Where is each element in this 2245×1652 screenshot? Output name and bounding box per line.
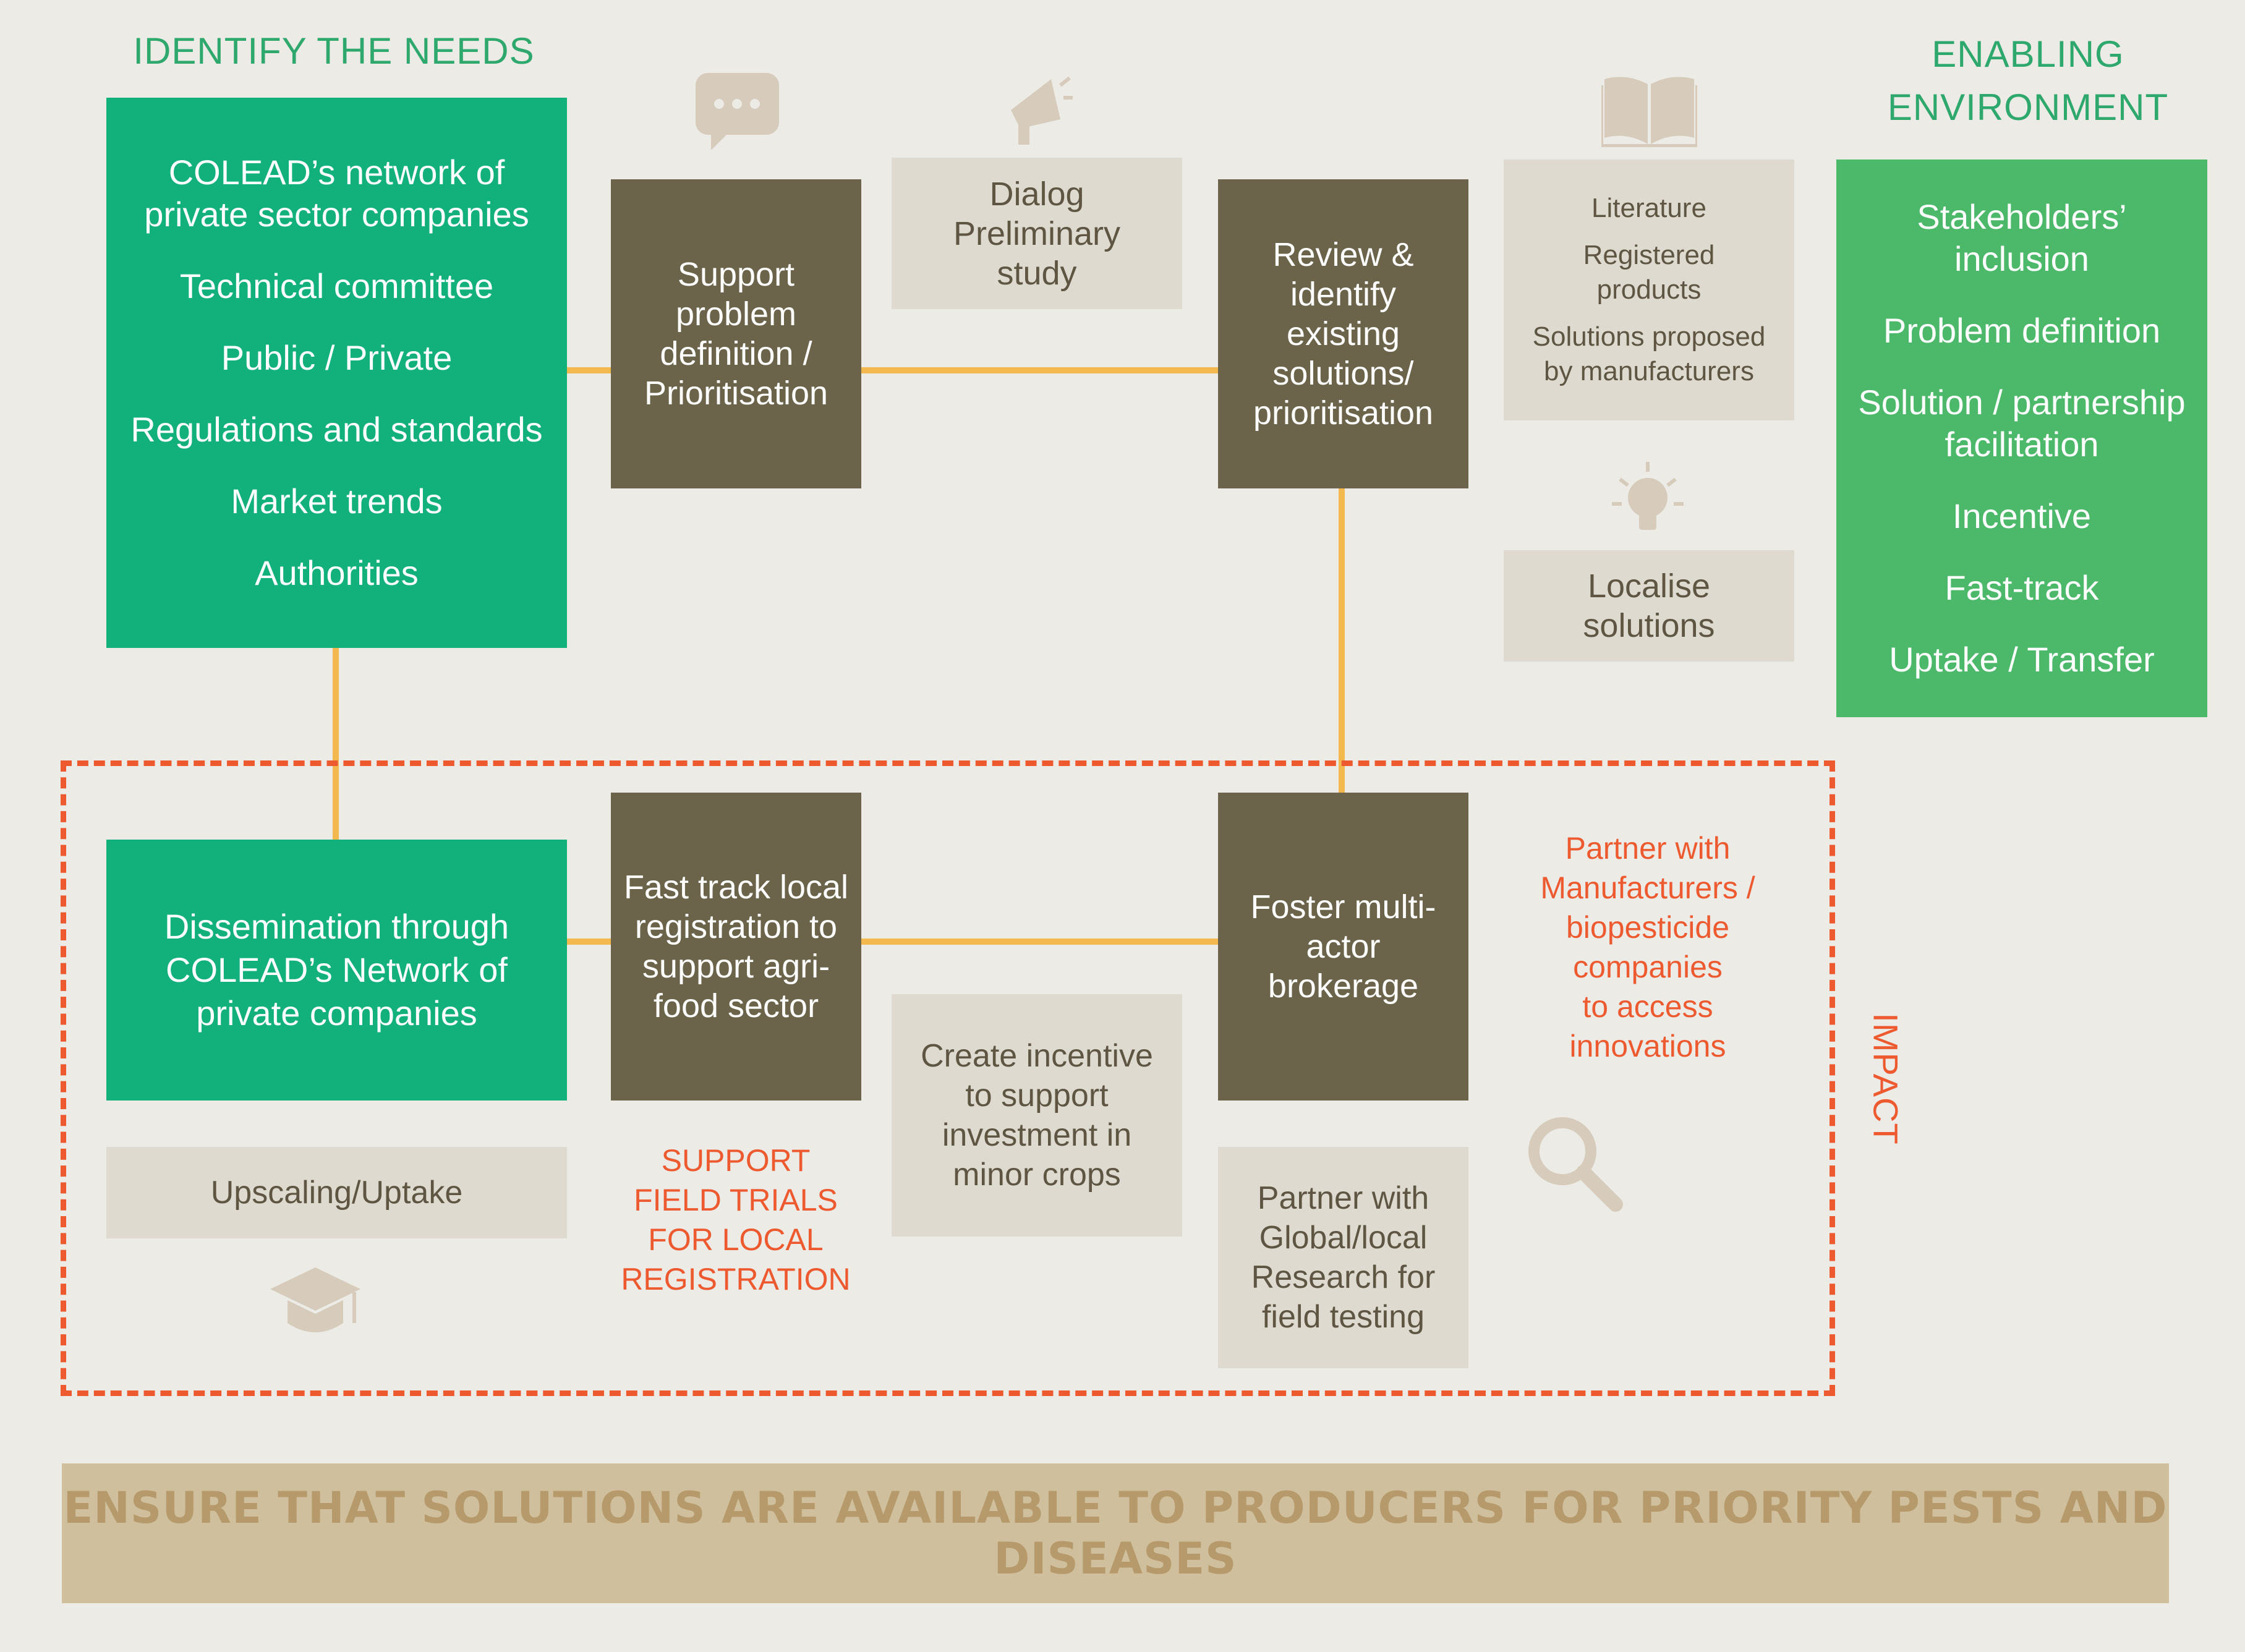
localise-box: Localise solutions — [1504, 550, 1794, 662]
impact-label-text: IMPACT — [1866, 1013, 1906, 1145]
chat-icon — [696, 73, 779, 150]
partner-manufacturers-label: Partner with Manufacturers / biopesticid… — [1502, 828, 1793, 1066]
partner-manufacturers-line: Manufacturers / — [1540, 871, 1755, 905]
dissemination-text: Dissemination through COLEAD’s Network o… — [164, 907, 509, 1032]
connector-line — [333, 646, 339, 841]
enabling-environment-heading: ENABLING ENVIRONMENT — [1842, 28, 2213, 134]
megaphone-icon — [1005, 73, 1073, 147]
partner-manufacturers-line: Partner with — [1565, 831, 1731, 866]
enabling-heading-line: ENVIRONMENT — [1887, 87, 2169, 128]
support-field-trials-label: SUPPORT FIELD TRIALS FOR LOCAL REGISTRAT… — [600, 1141, 872, 1299]
enabling-item: Incentive — [1952, 496, 2092, 535]
impact-label: IMPACT — [1861, 1002, 1911, 1156]
connector-line — [1339, 485, 1345, 794]
enabling-item: Fast-track — [1945, 568, 2099, 607]
support-field-line: FIELD TRIALS — [634, 1183, 838, 1217]
enabling-item: Problem definition — [1883, 311, 2161, 350]
foster-brokerage-text: Foster multi-actor brokerage — [1250, 888, 1436, 1005]
connector-line — [566, 367, 1218, 373]
review-box: Review & identify existing solutions/ pr… — [1218, 179, 1468, 488]
partner-manufacturers-line: companies — [1573, 950, 1723, 984]
connector-line — [566, 939, 1218, 945]
partner-manufacturers-line: innovations — [1569, 1029, 1726, 1063]
literature-item: Solutions proposed by manufacturers — [1532, 321, 1766, 386]
dialog-line: Dialog — [989, 175, 1084, 213]
partner-manufacturers-line: to access — [1582, 989, 1713, 1024]
identify-needs-heading: IDENTIFY THE NEEDS — [133, 30, 535, 72]
dissemination-box: Dissemination through COLEAD’s Network o… — [106, 840, 567, 1101]
create-incentive-box: Create incentive to support investment i… — [892, 994, 1182, 1237]
support-field-line: FOR LOCAL — [648, 1222, 824, 1257]
localise-text: Localise solutions — [1583, 568, 1715, 644]
lightbulb-icon — [1611, 461, 1685, 535]
partner-global-box: Partner with Global/local Research for f… — [1218, 1147, 1468, 1368]
dialog-box: Dialog Preliminary study — [892, 158, 1182, 309]
upscaling-text: Upscaling/Uptake — [210, 1175, 463, 1211]
foster-brokerage-box: Foster multi-actor brokerage — [1218, 793, 1468, 1101]
magnifier-icon — [1524, 1113, 1623, 1212]
dialog-line: study — [997, 254, 1077, 292]
book-icon — [1600, 73, 1699, 148]
needs-item: Technical committee — [179, 266, 494, 305]
support-problem-text: Support problem definition / Prioritisat… — [644, 256, 829, 412]
literature-item: Registered products — [1583, 240, 1715, 305]
needs-item: Market trends — [231, 482, 443, 521]
graduation-cap-icon — [269, 1264, 362, 1339]
create-incentive-text: Create incentive to support investment i… — [921, 1038, 1153, 1193]
enabling-environment-box: Stakeholders’ inclusion Problem definiti… — [1836, 160, 2207, 717]
needs-sources-box: COLEAD’s network of private sector compa… — [106, 98, 567, 648]
fast-track-text: Fast track local registration to support… — [623, 869, 849, 1024]
partner-global-text: Partner with Global/local Research for f… — [1251, 1180, 1436, 1335]
needs-item: Authorities — [255, 553, 419, 592]
enabling-item: Stakeholders’ inclusion — [1917, 197, 2127, 278]
enabling-item: Solution / partnership facilitation — [1858, 383, 2186, 464]
literature-item: Literature — [1591, 193, 1706, 223]
partner-manufacturers-line: biopesticide — [1566, 910, 1730, 945]
support-problem-box: Support problem definition / Prioritisat… — [611, 179, 861, 488]
enabling-item: Uptake / Transfer — [1889, 640, 2155, 679]
support-field-line: REGISTRATION — [621, 1262, 851, 1296]
impact-frame — [61, 760, 1835, 1396]
needs-item: Regulations and standards — [130, 410, 543, 449]
goal-banner-text: ENSURE THAT SOLUTIONS ARE AVAILABLE TO P… — [63, 1483, 2168, 1584]
support-field-line: SUPPORT — [661, 1143, 811, 1178]
enabling-heading-line: ENABLING — [1932, 33, 2124, 75]
review-text: Review & identify existing solutions/ pr… — [1253, 236, 1434, 432]
goal-banner: ENSURE THAT SOLUTIONS ARE AVAILABLE TO P… — [62, 1463, 2169, 1603]
dialog-line: Preliminary — [953, 215, 1121, 252]
needs-item: COLEAD’s network of private sector compa… — [144, 153, 529, 234]
upscaling-box: Upscaling/Uptake — [106, 1147, 567, 1238]
literature-box: Literature Registered products Solutions… — [1504, 160, 1794, 420]
needs-item: Public / Private — [221, 338, 453, 377]
fast-track-box: Fast track local registration to support… — [611, 793, 861, 1101]
